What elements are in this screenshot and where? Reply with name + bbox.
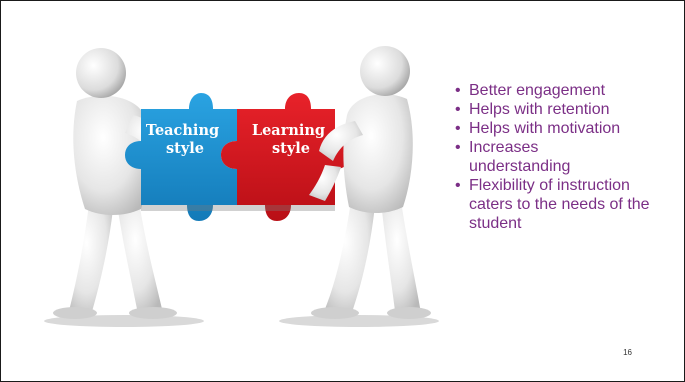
bullet-dot: • [455, 101, 461, 118]
teaching-label-line2: style [166, 140, 204, 157]
list-item: •Better engagement [455, 82, 606, 99]
puzzle-piece-teaching [125, 93, 237, 221]
list-item: •Helps with retention [455, 101, 610, 118]
list-item: •Increases understanding [455, 139, 571, 175]
bullet-dot: • [455, 120, 461, 137]
bullet-dot: • [455, 177, 461, 194]
svg-text:Learning style: Learning style [252, 122, 330, 157]
bullet-dot: • [455, 82, 461, 99]
learning-label-line2: style [272, 140, 310, 157]
puzzle-illustration: Teaching style Learning style [44, 46, 439, 327]
puzzle: Teaching style Learning style [125, 93, 351, 221]
page-number: 16 [623, 348, 632, 357]
right-figure [309, 46, 431, 319]
list-item: •Helps with motivation [455, 120, 621, 137]
list-item: •Flexibility of instruction caters to th… [455, 177, 650, 232]
bullet-dot: • [455, 139, 461, 156]
teaching-label-line1: Teaching [146, 122, 219, 139]
benefits-list: •Better engagement •Helps with retention… [453, 81, 673, 233]
learning-label-line1: Learning [252, 122, 325, 139]
svg-text:Teaching style: Teaching style [146, 122, 224, 157]
